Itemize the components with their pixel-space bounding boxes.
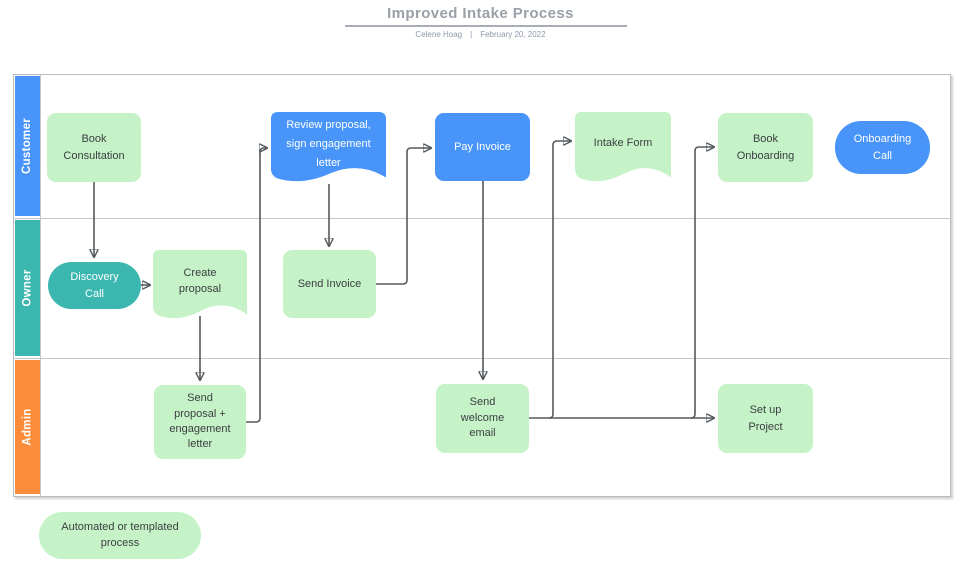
page-title: Improved Intake Process <box>387 5 574 22</box>
node-send-welcome-email[interactable]: Send welcome email <box>436 384 529 453</box>
node-review-proposal[interactable]: Review proposal, sign engagement letter <box>271 112 386 185</box>
document-shape <box>575 112 671 182</box>
node-label: Book Consultation <box>63 133 125 162</box>
node-intake-form[interactable]: Intake Form <box>575 112 671 185</box>
lane-divider-owner-admin <box>13 357 951 359</box>
lane-label-divider <box>40 74 41 497</box>
node-label: Onboarding Call <box>853 133 912 162</box>
node-set-up-project[interactable]: Set up Project <box>718 384 813 453</box>
subtitle-separator: | <box>470 30 473 39</box>
author: Celene Hoag <box>415 30 463 39</box>
node-discovery-call[interactable]: Discovery Call <box>48 262 141 309</box>
node-send-proposal-engagement-letter[interactable]: Send proposal + engagement letter <box>154 385 246 459</box>
date: February 20, 2022 <box>480 30 546 39</box>
node-label: Send welcome email <box>460 396 505 440</box>
node-label: Send proposal + engagement letter <box>169 392 231 451</box>
subtitle: Celene Hoag | February 20, 2022 <box>0 30 961 39</box>
lane-header-customer[interactable]: Customer <box>15 76 40 216</box>
node-send-invoice[interactable]: Send Invoice <box>283 250 376 318</box>
lane-divider-customer-owner <box>13 217 951 219</box>
node-label: Intake Form <box>593 137 653 150</box>
node-pay-invoice[interactable]: Pay Invoice <box>435 113 530 181</box>
title-underline <box>345 25 627 27</box>
document-shape <box>153 250 247 319</box>
legend-automated-process[interactable]: Automated or templated process <box>39 512 201 559</box>
node-label: Book Onboarding <box>736 133 795 162</box>
lane-label: Customer <box>21 117 34 175</box>
node-book-onboarding[interactable]: Book Onboarding <box>718 113 813 182</box>
node-create-proposal[interactable]: Create proposal <box>153 250 247 322</box>
node-label: Create proposal <box>178 266 222 296</box>
node-label: Send Invoice <box>297 277 362 290</box>
document-shape <box>271 112 386 182</box>
node-label: Review proposal, sign engagement letter <box>286 118 371 170</box>
lane-header-admin[interactable]: Admin <box>15 360 40 494</box>
node-onboarding-call[interactable]: Onboarding Call <box>835 121 930 174</box>
node-label: Set up Project <box>748 404 783 433</box>
node-label: Discovery Call <box>70 271 119 300</box>
node-book-consultation[interactable]: Book Consultation <box>47 113 141 182</box>
lane-label: Owner <box>21 269 34 307</box>
legend-label: Automated or templated process <box>61 520 179 549</box>
lane-label: Admin <box>21 408 34 446</box>
node-label: Pay Invoice <box>454 140 511 153</box>
lane-header-owner[interactable]: Owner <box>15 220 40 356</box>
